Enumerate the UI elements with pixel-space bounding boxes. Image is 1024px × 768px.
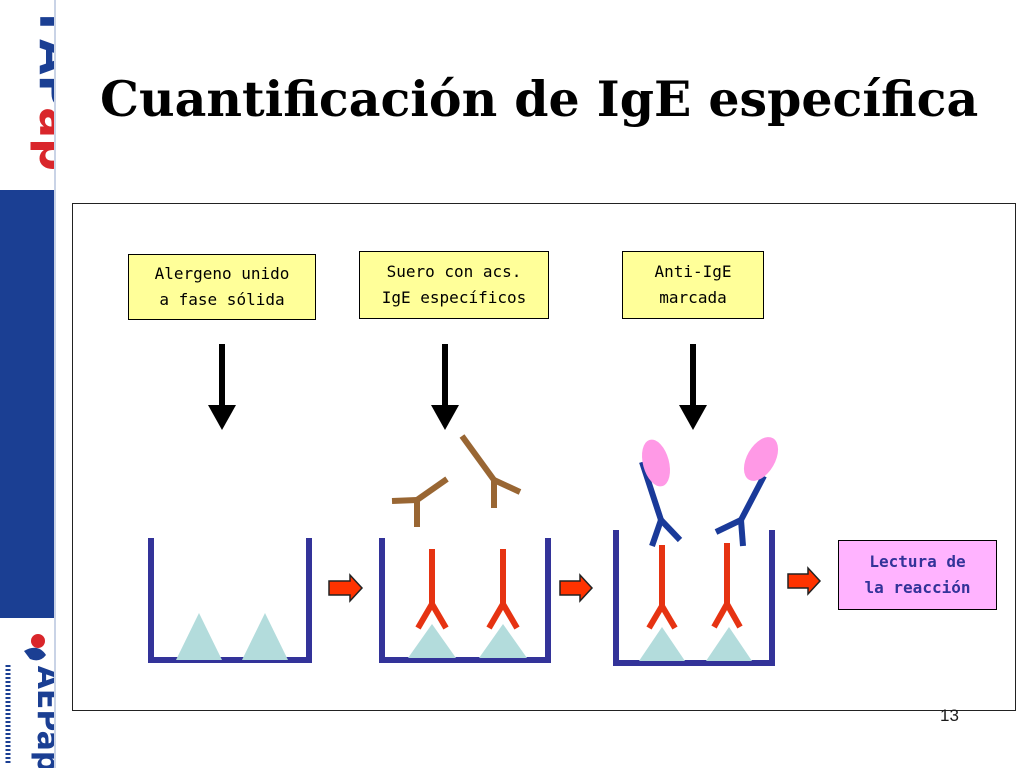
down-arrow-step-1 xyxy=(208,344,236,430)
anti-ige-antibody xyxy=(639,461,683,547)
diagram-panel xyxy=(72,203,1016,711)
allergen-triangle xyxy=(706,627,752,661)
step-3-label-box: Anti-IgE marcada xyxy=(622,251,764,319)
well-1 xyxy=(148,538,312,663)
specific-ige-antibody xyxy=(711,543,743,629)
well-3 xyxy=(613,530,775,666)
step-1-label: Alergeno unido a fase sólida xyxy=(154,264,290,309)
allergen-triangle xyxy=(176,613,222,660)
result-label: Lectura de la reacción xyxy=(864,552,971,597)
page-number: 13 xyxy=(940,706,959,725)
well-2 xyxy=(379,538,551,663)
down-arrow-step-2 xyxy=(431,344,459,430)
allergen-triangle xyxy=(639,627,685,661)
label-marker xyxy=(743,437,779,481)
specific-ige-antibody xyxy=(415,549,449,630)
free-antibody xyxy=(459,434,522,508)
down-arrow-step-3 xyxy=(679,344,707,430)
label-marker xyxy=(641,439,671,487)
specific-ige-antibody xyxy=(486,549,520,630)
sidebar: FAPap AEPap xyxy=(0,0,56,768)
sidebar-band xyxy=(0,190,54,618)
aepap-logo-text: AEPap xyxy=(30,666,54,768)
aepap-figure-body xyxy=(24,647,46,661)
step-1-label-box: Alergeno unido a fase sólida xyxy=(128,254,316,320)
step-2-label-box: Suero con acs. IgE específicos xyxy=(359,251,549,319)
slide-title: Cuantificación de IgE específica xyxy=(100,70,979,128)
right-arrow-1 xyxy=(328,573,364,603)
right-arrow-3 xyxy=(787,566,822,596)
free-antibody xyxy=(391,476,449,527)
allergen-triangle xyxy=(479,624,527,658)
step-2-label: Suero con acs. IgE específicos xyxy=(381,262,527,307)
fapap-logo-text: FAPap xyxy=(29,13,54,171)
specific-ige-antibody xyxy=(646,545,678,630)
result-label-box: Lectura de la reacción xyxy=(838,540,997,610)
fapap-logo: FAPap xyxy=(29,13,54,171)
allergen-triangle xyxy=(408,624,456,658)
anti-ige-antibody xyxy=(714,474,767,547)
aepap-logo: AEPap xyxy=(5,634,54,768)
allergen-triangle xyxy=(242,613,288,660)
aepap-figure-head xyxy=(31,634,45,648)
sidebar-divider xyxy=(54,0,56,768)
right-arrow-2 xyxy=(559,573,594,603)
step-3-label: Anti-IgE marcada xyxy=(654,262,732,307)
